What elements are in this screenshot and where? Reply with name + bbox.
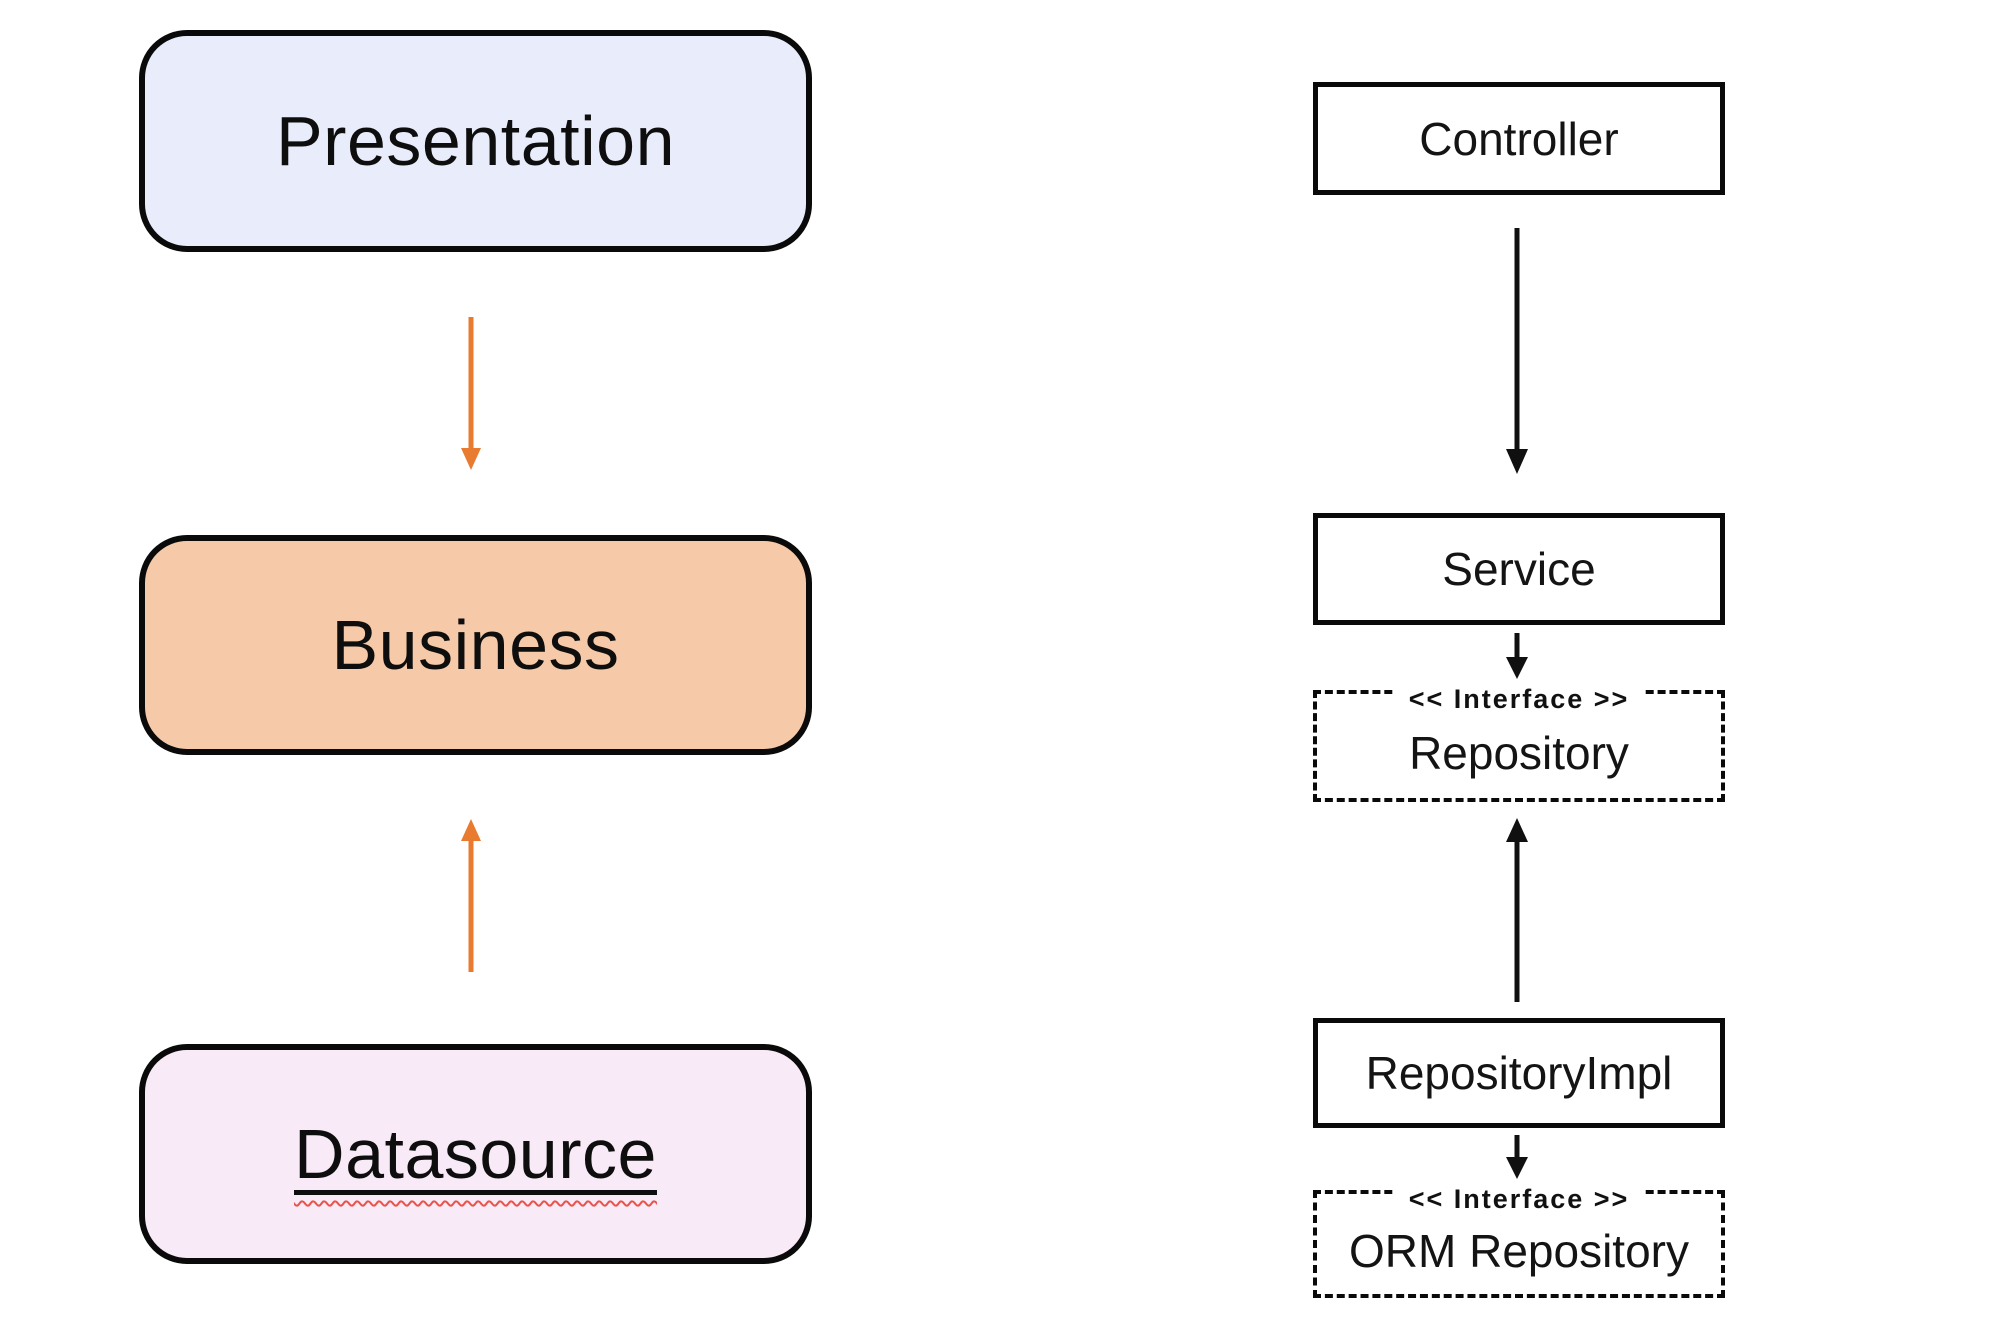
repository-node-label: Repository bbox=[1409, 727, 1629, 779]
presentation-layer-label: Presentation bbox=[275, 102, 676, 180]
datasource-layer-underline: Datasource bbox=[294, 1114, 657, 1194]
repository-stereotype-wrap: << Interface >> bbox=[1317, 675, 1721, 716]
service-node-box: Service bbox=[1313, 513, 1725, 625]
repository-stereotype-label: << Interface >> bbox=[1394, 682, 1644, 716]
service-node-label: Service bbox=[1442, 543, 1596, 595]
repositoryimpl-node-label: RepositoryImpl bbox=[1365, 1047, 1673, 1099]
arrow-service-to-repository bbox=[1506, 633, 1528, 679]
datasource-layer-label: Datasource bbox=[294, 1115, 657, 1193]
controller-node-box: Controller bbox=[1313, 82, 1725, 195]
controller-node-label: Controller bbox=[1419, 112, 1619, 165]
presentation-layer-box: Presentation bbox=[139, 30, 812, 252]
arrow-presentation-to-business bbox=[461, 317, 481, 470]
orm-repository-node-label: ORM Repository bbox=[1349, 1225, 1689, 1277]
repository-interface-box: << Interface >> Repository bbox=[1313, 682, 1725, 802]
arrow-repositoryimpl-to-orm-repository bbox=[1506, 1135, 1528, 1179]
arrow-datasource-to-business bbox=[461, 819, 481, 972]
orm-repository-interface-box: << Interface >> ORM Repository bbox=[1313, 1182, 1725, 1298]
business-layer-box: Business bbox=[139, 535, 812, 755]
repositoryimpl-node-box: RepositoryImpl bbox=[1313, 1018, 1725, 1128]
arrow-controller-to-service bbox=[1506, 228, 1528, 474]
datasource-layer-box: Datasource bbox=[139, 1044, 812, 1264]
arrow-repositoryimpl-to-repository bbox=[1506, 818, 1528, 1002]
business-layer-label: Business bbox=[331, 606, 620, 684]
